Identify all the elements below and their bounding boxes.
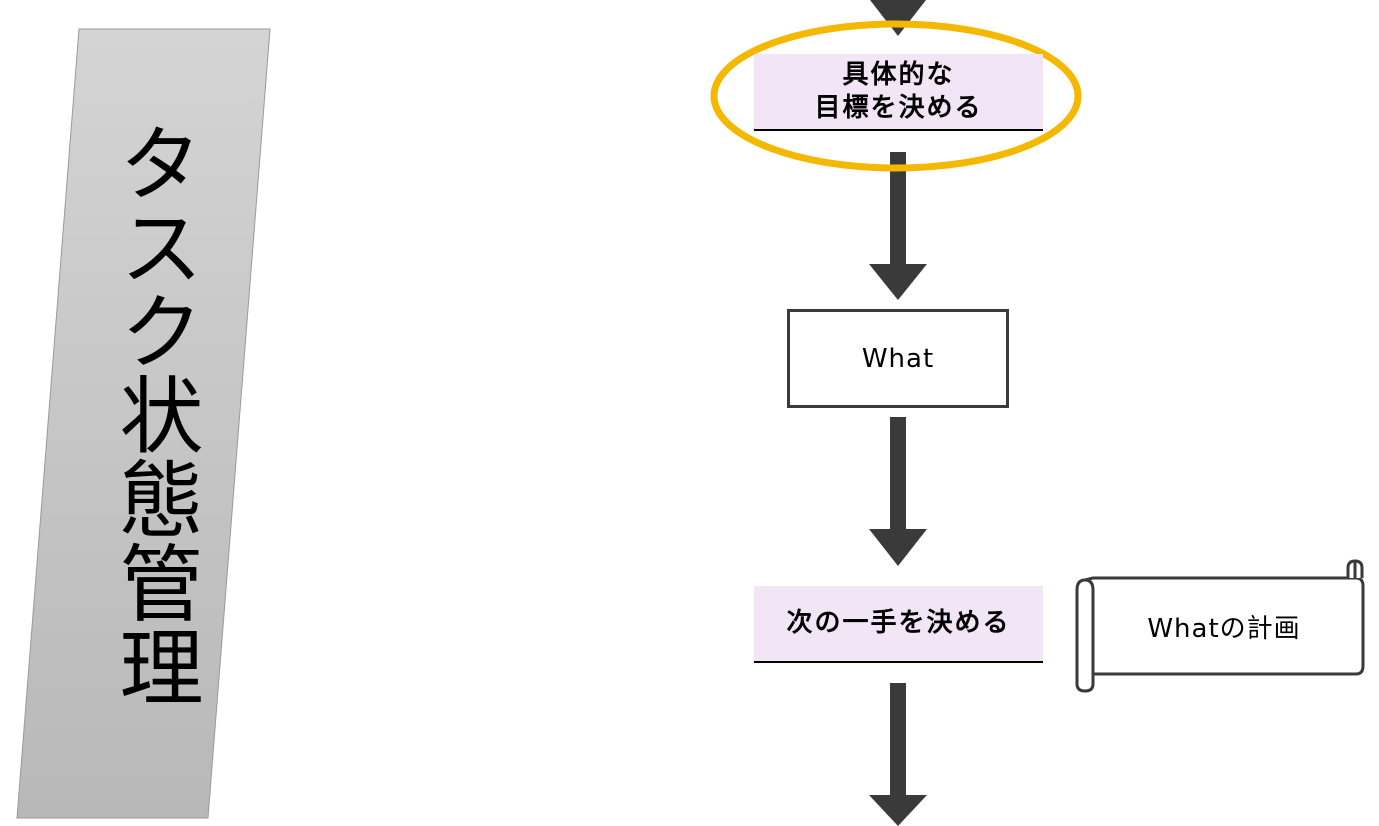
highlight-ellipse: [710, 20, 1082, 172]
step-specific-goal-label: 具体的な 目標を決める: [814, 59, 983, 123]
step-next-move: 次の一手を決める: [754, 586, 1043, 663]
side-banner-label: タスク状態管理: [106, 120, 204, 708]
down-arrow-icon: [870, 0, 926, 36]
note-what-plan-label: Whatの計画: [1147, 613, 1301, 644]
scroll-icon: [1075, 559, 1365, 693]
step-what-label: What: [861, 343, 935, 374]
note-what-plan: Whatの計画: [1093, 580, 1355, 672]
side-banner: [16, 28, 271, 819]
step-next-move-label: 次の一手を決める: [786, 608, 1011, 638]
down-arrow-icon: [869, 683, 927, 826]
down-arrow-icon: [869, 152, 927, 300]
down-arrow-icon: [869, 417, 927, 566]
step-what: What: [787, 309, 1009, 408]
step-specific-goal: 具体的な 目標を決める: [754, 54, 1043, 131]
